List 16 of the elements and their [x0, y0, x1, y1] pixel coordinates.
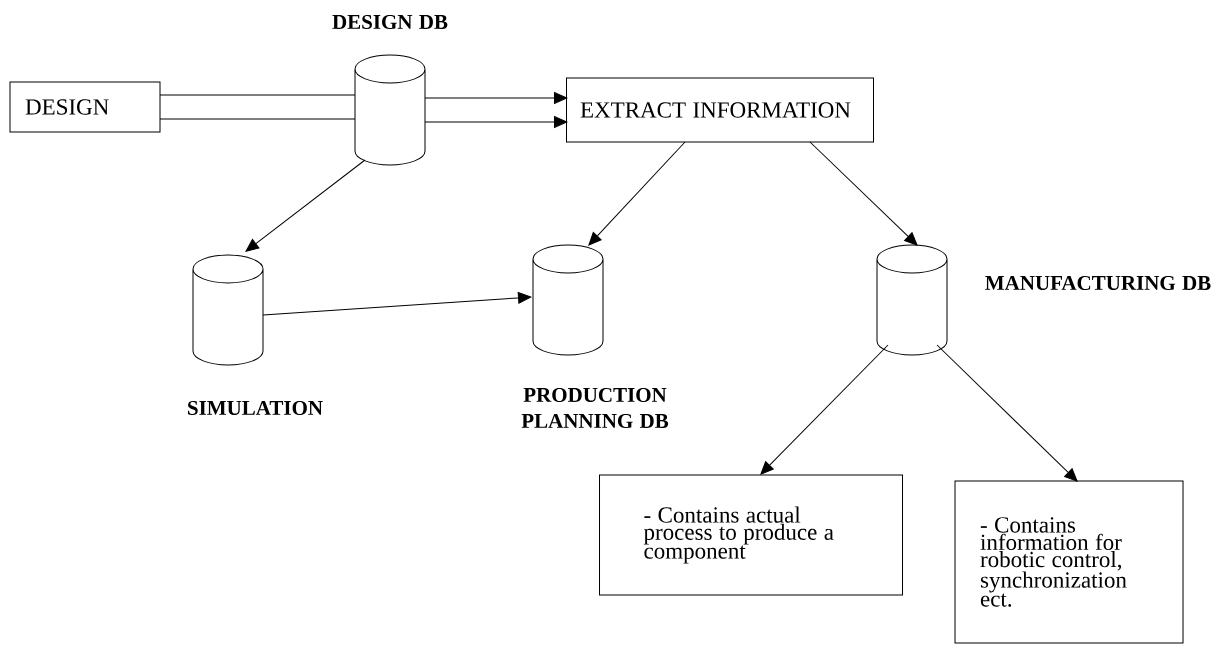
arrow — [424, 92, 568, 104]
database-label: SIMULATION — [188, 400, 323, 416]
process-box: EXTRACT INFORMATION — [566, 77, 874, 143]
arrow — [936, 344, 1078, 482]
database-label: DESIGN DB — [332, 14, 448, 30]
process-box: - Contains actual process to produce a component — [599, 474, 903, 596]
process-box: - Contains information for robotic control, synchronization ect. — [954, 480, 1184, 644]
arrow — [262, 292, 532, 316]
arrow — [809, 141, 918, 246]
arrow — [245, 159, 366, 252]
arrow — [588, 141, 686, 246]
database-label: PRODUCTION PLANNING DB — [521, 387, 669, 429]
arrow — [424, 116, 568, 128]
arrow — [760, 344, 889, 475]
process-box: DESIGN — [9, 81, 161, 133]
database-label: MANUFACTURING DB — [985, 275, 1211, 291]
